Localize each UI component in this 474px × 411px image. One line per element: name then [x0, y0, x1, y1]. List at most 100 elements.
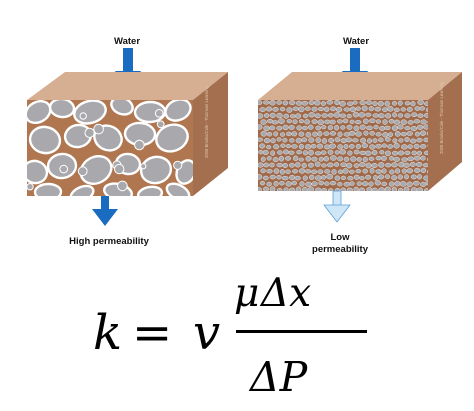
pebble: [308, 112, 315, 118]
pebble: [279, 106, 286, 112]
pebble: [340, 175, 347, 181]
pebble: [278, 155, 285, 162]
pebble: [350, 156, 357, 162]
pebble: [337, 156, 344, 162]
pebble: [406, 181, 413, 188]
pebble: [384, 137, 391, 142]
pebble: [353, 174, 360, 180]
pebble: [368, 118, 376, 124]
pebble: [283, 149, 289, 155]
pebble: [417, 124, 424, 130]
pebble: [305, 181, 312, 187]
pebble: [263, 100, 270, 105]
pebble: [400, 131, 407, 137]
pebble: [389, 169, 395, 175]
equation-delta-x: Δx: [259, 271, 311, 316]
pebble: [359, 176, 365, 181]
pebble: [285, 181, 292, 187]
pebble: [136, 185, 164, 196]
pebble: [359, 161, 366, 168]
pebble: [403, 186, 410, 191]
pebble: [375, 119, 381, 124]
pebble: [387, 132, 394, 137]
pebble: [315, 125, 322, 131]
pebble: [328, 137, 335, 144]
low-block-pebbles: [258, 100, 428, 191]
pebble: [425, 107, 428, 113]
pebble: [367, 138, 372, 144]
pebble: [404, 101, 411, 106]
pebble: [374, 106, 382, 112]
pebble: [324, 119, 331, 124]
pebble: [324, 181, 330, 186]
pebble: [381, 143, 387, 148]
pebble: [412, 180, 420, 186]
pebble: [296, 150, 303, 155]
pebble: [321, 138, 328, 144]
high-permeability-caption: High permeability: [69, 236, 149, 247]
pebble: [301, 100, 309, 106]
pebble: [330, 106, 337, 112]
pebble: [294, 175, 301, 181]
pebble: [302, 113, 309, 119]
pebble: [304, 169, 312, 174]
pebble: [384, 174, 391, 179]
pebble: [359, 100, 366, 106]
equation-equals: =: [132, 305, 172, 361]
pebble: [343, 181, 351, 187]
pebble: [356, 181, 362, 186]
pebble: [342, 118, 349, 124]
pebble: [389, 155, 394, 161]
pebble: [393, 107, 400, 113]
pebble: [387, 144, 394, 149]
pebble: [411, 150, 417, 156]
pebble: [258, 113, 264, 119]
pebble: [384, 186, 391, 191]
pebble: [362, 156, 368, 163]
pebble: [317, 106, 325, 112]
pebble: [286, 107, 293, 113]
pebble: [140, 163, 147, 170]
pebble: [337, 119, 343, 124]
pebble: [266, 169, 273, 174]
pebble: [318, 156, 324, 162]
pebble: [417, 113, 424, 118]
pebble: [352, 138, 359, 143]
pebble: [273, 168, 280, 174]
pebble: [299, 181, 305, 187]
pebble: [263, 138, 271, 144]
pebble: [28, 125, 62, 155]
low-credit-text: 2008 Brooks/Cole - Thomson Learning: [439, 81, 444, 154]
pebble: [289, 187, 296, 191]
pebble: [420, 130, 426, 136]
pebble: [352, 111, 359, 118]
pebble: [110, 100, 134, 116]
pebble: [346, 124, 353, 130]
pebble: [288, 124, 295, 130]
pebble: [422, 163, 428, 168]
pebble: [321, 163, 327, 168]
pebble: [307, 124, 314, 130]
pebble: [272, 157, 279, 163]
pebble: [258, 124, 263, 130]
high-credit-text: 2008 Brooks/Cole - Thomson Learning: [204, 85, 209, 158]
pebble: [304, 144, 312, 150]
pebble: [165, 182, 191, 196]
pebble: [334, 150, 340, 155]
pebble: [399, 181, 407, 187]
pebble: [329, 131, 337, 136]
pebble: [282, 124, 289, 131]
pebble: [311, 156, 318, 162]
high-block-side: [193, 72, 228, 196]
pebble: [263, 186, 269, 191]
pebble: [263, 125, 270, 132]
pebble: [69, 184, 95, 196]
pebble: [139, 155, 173, 185]
pebble: [426, 169, 428, 174]
low-block-side: [428, 72, 462, 191]
pebble: [397, 100, 403, 106]
pebble: [164, 100, 192, 122]
pebble: [419, 106, 426, 111]
pebble: [382, 132, 389, 138]
pebble: [337, 131, 343, 138]
